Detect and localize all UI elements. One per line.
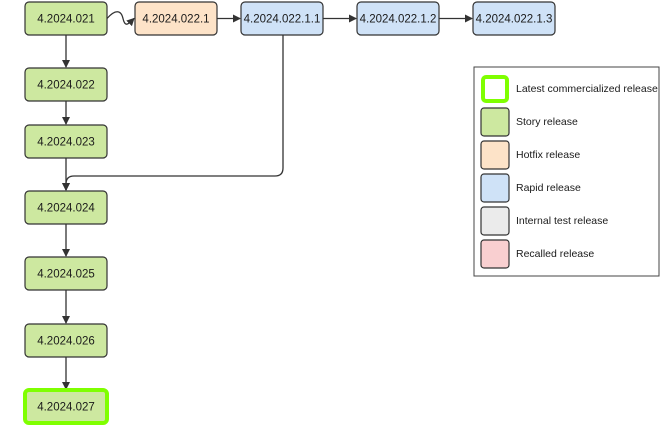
legend-swatch: [480, 206, 510, 236]
release-node-4-2024-023: 4.2024.023: [24, 124, 108, 159]
release-node-label: 4.2024.021: [37, 14, 95, 26]
release-node-4-2024-022: 4.2024.022: [24, 67, 108, 102]
legend-item-hotfix: Hotfix release: [480, 140, 580, 170]
legend-label: Rapid release: [516, 182, 581, 194]
legend-item-story: Story release: [480, 107, 578, 137]
legend-label: Story release: [516, 116, 578, 128]
legend-label: Hotfix release: [516, 149, 580, 161]
release-node-label: 4.2024.027: [37, 402, 95, 414]
release-node-box: [134, 1, 218, 36]
legend-label: Internal test release: [516, 215, 608, 227]
legend-item-rapid: Rapid release: [480, 173, 581, 203]
legend-label: Recalled release: [516, 248, 594, 260]
release-node-4-2024-021: 4.2024.021: [24, 1, 108, 36]
release-node-label: 4.2024.022.1.2: [360, 14, 437, 26]
legend-item-latest: Latest commercialized release: [481, 75, 658, 103]
release-node-label: 4.2024.024: [37, 203, 95, 215]
release-node-4-2024-024: 4.2024.024: [24, 190, 108, 225]
release-node-label: 4.2024.022: [37, 80, 95, 92]
release-node-label: 4.2024.022.1.3: [476, 14, 553, 26]
release-node-label: 4.2024.022.1.1: [244, 14, 321, 26]
legend-swatch: [480, 173, 510, 203]
release-node-box: [23, 388, 109, 425]
node-layer: 4.2024.021 4.2024.022 4.2024.023 4.2024.024…: [23, 1, 556, 425]
release-node-4-2024-026: 4.2024.026: [24, 323, 108, 358]
legend-item-recalled: Recalled release: [480, 239, 594, 269]
release-node-box: [24, 1, 108, 36]
release-node-label: 4.2024.026: [37, 336, 95, 348]
legend-swatch: [481, 75, 509, 103]
legend-swatch: [480, 140, 510, 170]
legend-item-internal: Internal test release: [480, 206, 608, 236]
release-node-4-2024-025: 4.2024.025: [24, 256, 108, 291]
legend-swatch: [480, 239, 510, 269]
release-node-box: [24, 323, 108, 358]
release-node-4-2024-022-1: 4.2024.022.1: [134, 1, 218, 36]
legend-swatch: [480, 107, 510, 137]
connector-layer: [62, 11, 473, 390]
release-node-4-2024-022-1-1: 4.2024.022.1.1: [240, 1, 324, 36]
release-node-box: [24, 67, 108, 102]
release-node-box: [24, 190, 108, 225]
connector-n021-h0221: [106, 11, 135, 27]
release-node-label: 4.2024.023: [37, 137, 95, 149]
release-node-box: [472, 1, 556, 36]
release-node-box: [24, 124, 108, 159]
release-node-label: 4.2024.025: [37, 269, 95, 281]
release-node-4-2024-022-1-3: 4.2024.022.1.3: [472, 1, 556, 36]
release-node-box: [240, 1, 324, 36]
legend-label: Latest commercialized release: [516, 83, 658, 95]
release-node-box: [24, 256, 108, 291]
release-node-4-2024-022-1-2: 4.2024.022.1.2: [356, 1, 440, 36]
connector-r02211-n024: [62, 35, 284, 191]
release-node-4-2024-027: 4.2024.027: [23, 388, 109, 425]
release-node-label: 4.2024.022.1: [142, 14, 209, 26]
release-node-box: [356, 1, 440, 36]
